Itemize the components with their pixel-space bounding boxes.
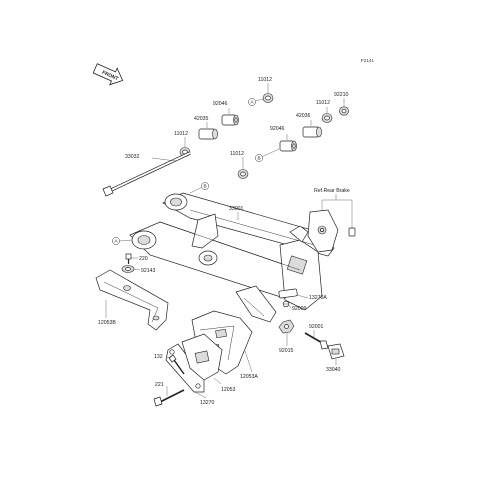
part-33001-swingarm[interactable] <box>129 192 335 323</box>
ref-circle-b-pivot <box>201 182 209 190</box>
part-label-33040: 33040 <box>326 367 341 373</box>
part-label-92009: 92009 <box>292 306 307 312</box>
part-92001-bolt[interactable] <box>304 332 329 350</box>
part-label-11012-right: 11012 <box>316 100 330 106</box>
part-label-92210: 92210 <box>334 92 349 98</box>
part-label-92046-left: 92046 <box>213 101 228 107</box>
part-33040-adjuster[interactable] <box>327 343 345 360</box>
part-13270-guide-plate[interactable] <box>165 343 205 393</box>
part-92015-nut[interactable] <box>278 319 295 334</box>
part-92210[interactable] <box>339 106 349 116</box>
part-221-bolt[interactable] <box>153 389 185 407</box>
part-label-13270A: 13270A <box>309 295 327 301</box>
part-132-screw[interactable] <box>168 354 185 375</box>
part-42035[interactable] <box>198 128 218 140</box>
part-label-11012-bottom: 11012 <box>230 151 244 157</box>
part-label-42036: 42036 <box>296 113 311 119</box>
part-label-12053B: 12053B <box>98 320 116 326</box>
part-label-11012-left: 11012 <box>174 131 188 137</box>
part-92046-right[interactable] <box>279 140 297 152</box>
part-label-12053: 12053 <box>221 387 236 393</box>
figure-code: F2141 <box>361 58 374 63</box>
part-11012-right[interactable] <box>321 113 333 123</box>
part-12053-guide[interactable] <box>181 333 223 381</box>
part-label-92046-right: 92046 <box>270 126 285 132</box>
part-42036[interactable] <box>302 126 322 138</box>
part-label-132: 132 <box>154 354 163 360</box>
part-13270A-plate[interactable] <box>278 288 298 299</box>
rear-brake-bracket[interactable] <box>307 209 356 253</box>
part-label-221: 221 <box>155 382 164 388</box>
part-92046-left[interactable] <box>221 114 239 126</box>
part-label-92143: 92143 <box>141 268 156 274</box>
ref-circle-a-top <box>248 98 256 106</box>
ref-rear-brake-note: Ref.Rear Brake <box>314 188 350 194</box>
ref-circle-b-mid <box>255 154 263 162</box>
part-label-220: 220 <box>139 256 148 262</box>
part-label-33032: 33032 <box>125 154 140 160</box>
part-label-13270: 13270 <box>200 400 215 406</box>
part-11012-top[interactable] <box>262 93 274 103</box>
part-label-11012-top: 11012 <box>258 77 272 83</box>
part-label-92001: 92001 <box>309 324 324 330</box>
part-label-92015: 92015 <box>279 348 294 354</box>
part-label-42035: 42035 <box>194 116 209 122</box>
part-label-33001: 33001 <box>229 206 244 212</box>
part-92143-collar[interactable] <box>121 265 135 273</box>
part-11012-bottom[interactable] <box>237 169 249 179</box>
part-33032-pivot-shaft[interactable] <box>102 151 191 197</box>
part-label-12053A: 12053A <box>240 374 258 380</box>
part-12053B-chain-slider[interactable] <box>95 269 169 331</box>
front-arrow: FRONT <box>92 63 124 86</box>
ref-a-top-label: A <box>250 100 254 105</box>
part-92009-screw[interactable] <box>282 300 290 308</box>
ref-b-pivot-label: B <box>203 184 206 189</box>
part-220-bolt[interactable] <box>125 253 132 264</box>
ref-b-mid-label: B <box>257 156 260 161</box>
ref-a-left-label: A <box>114 239 118 244</box>
